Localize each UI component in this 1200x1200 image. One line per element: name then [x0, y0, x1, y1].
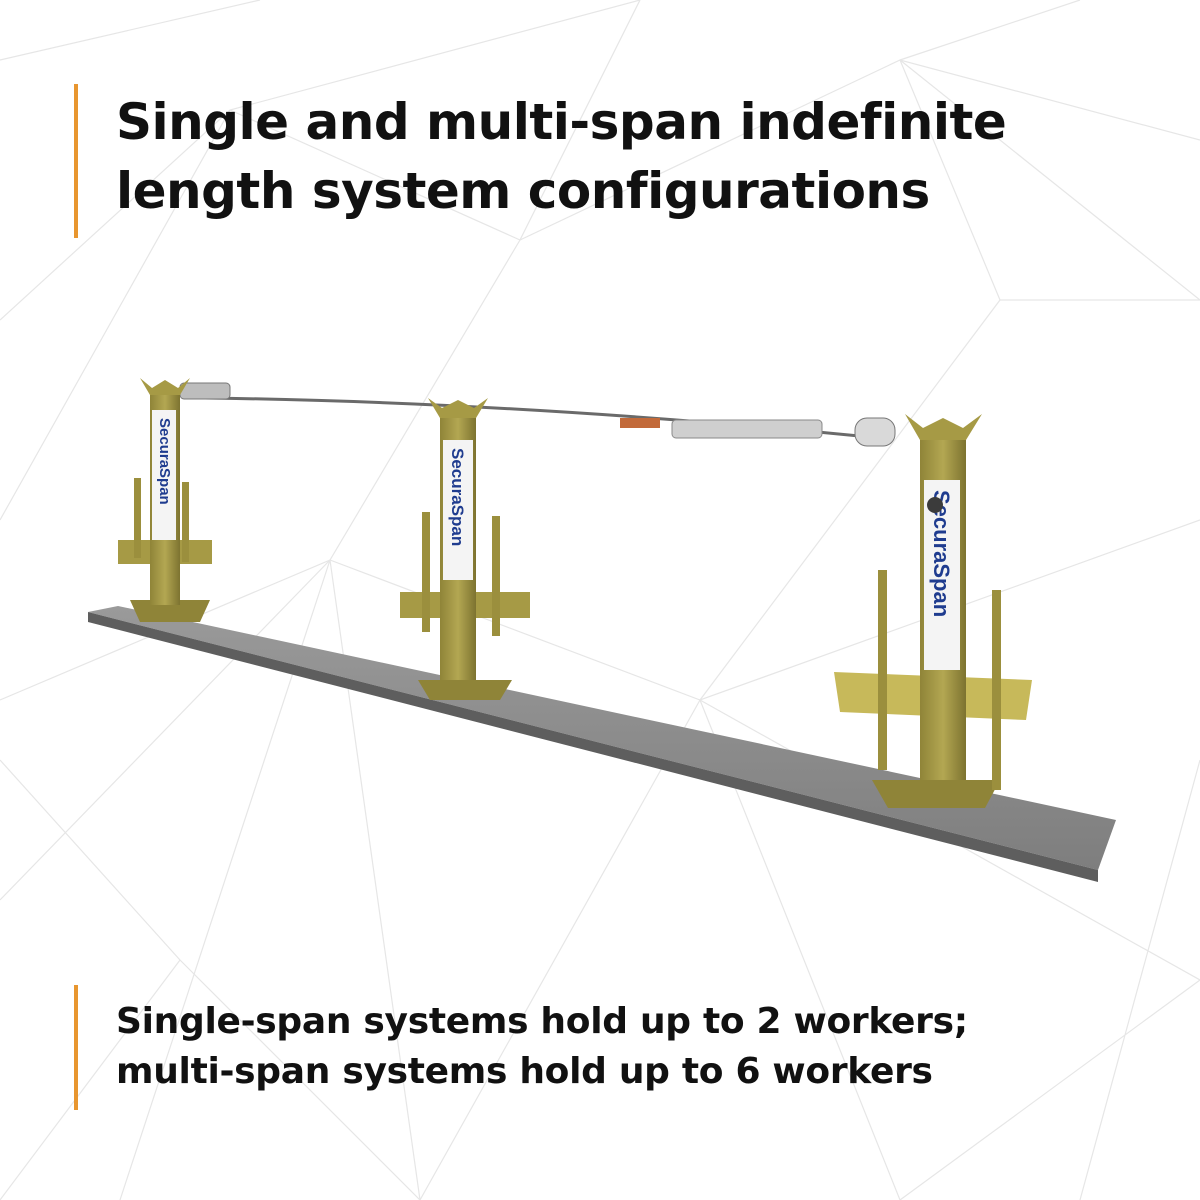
post-center-brand: SecuraSpan — [448, 448, 467, 546]
cable-tension-indicator — [620, 418, 660, 428]
base-plate — [88, 606, 1116, 882]
post-center: SecuraSpan — [400, 398, 530, 700]
turnbuckle — [671, 419, 823, 439]
post-left: SecuraSpan — [118, 378, 212, 622]
post-left-brand: SecuraSpan — [156, 418, 173, 505]
horizontal-lifeline-cable — [179, 382, 896, 447]
caption-line-2: multi-span systems hold up to 6 workers — [116, 1051, 933, 1092]
caption: Single-span systems hold up to 2 workers… — [74, 985, 1116, 1110]
caption-line-1: Single-span systems hold up to 2 workers… — [116, 1001, 968, 1042]
headline-line-2: length system configurations — [116, 162, 930, 220]
headline: Single and multi-span indefinite length … — [74, 84, 1116, 238]
anchor-shackle — [179, 382, 231, 400]
post-right: SecuraSpan — [834, 414, 1032, 808]
energy-absorber — [854, 417, 896, 447]
headline-line-1: Single and multi-span indefinite — [116, 93, 1007, 151]
